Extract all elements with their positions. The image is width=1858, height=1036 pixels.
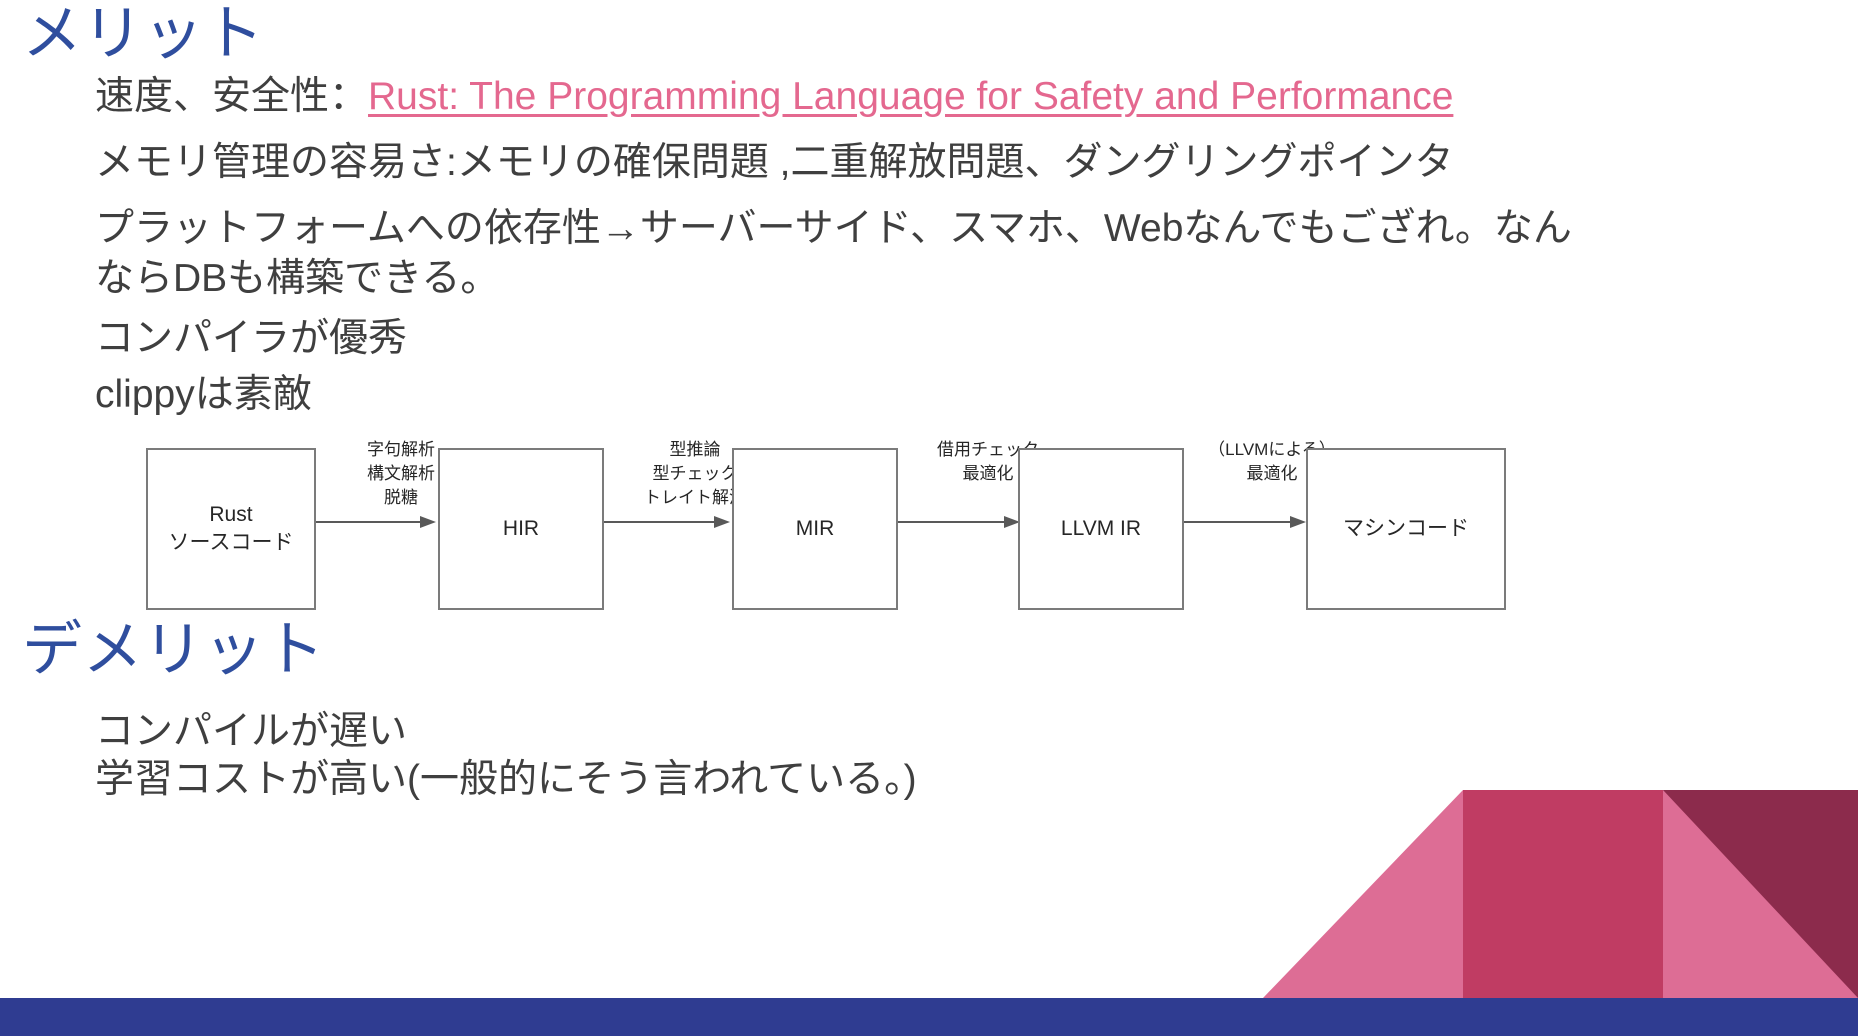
pipeline-edge-source-hir-label: 字句解析 構文解析 脱糖 [336,438,466,510]
bottom-accent-bar [0,998,1858,1036]
bullet-slow-compile: コンパイルが遅い [95,710,408,753]
pipeline-node-mir: MIR [732,448,898,610]
bullet-speed-prefix: 速度、安全性： [95,75,369,118]
pipeline-node-machine-code: マシンコード [1306,448,1506,610]
pipeline-arrow-4 [1184,516,1306,528]
pipeline-node-llvm-ir: LLVM IR [1018,448,1184,610]
bullet-learning-cost: 学習コストが高い(一般的にそう言われている。) [95,758,917,801]
pipeline-node-hir-line-0: HIR [502,517,540,541]
pipeline-node-mir-line-0: MIR [795,517,835,541]
edge1-line-0: 字句解析 [367,440,435,459]
bullet-memory-management: メモリ管理の容易さ:メモリの確保問題 ,二重解放問題、ダングリングポインタ [95,141,1454,184]
pipeline-node-llvm-ir-line-0: LLVM IR [1060,517,1142,541]
edge2-line-1: 型チェック [652,464,738,484]
pipeline-edge-hir-mir-label: 型推論 型チェック トレイト解決 [619,438,771,510]
pipeline-node-source-line-1: ソースコード [168,531,294,554]
bullet-speed-safety: 速度、安全性：Rust: The Programming Language fo… [95,72,1453,122]
edge4-line-1: 最適化 [1246,464,1298,484]
pipeline-edge-mir-llvmir-label: 借用チェック 最適化 [908,438,1068,486]
edge3-line-1: 最適化 [962,464,1014,484]
pipeline-node-source-line-0: Rust [209,503,253,527]
bullet-compiler-excellent: コンパイラが優秀 [95,317,408,360]
pipeline-arrow-3 [898,516,1020,528]
edge2-line-0: 型推論 [669,440,721,459]
pipeline-edge-llvmir-machine-label: （LLVMによる） 最適化 [1186,438,1358,486]
edge1-line-2: 脱糖 [384,488,418,508]
pipeline-node-source: Rust ソースコード [146,448,316,610]
rust-compile-pipeline-diagram: Rust ソースコード 字句解析 構文解析 脱糖 HIR 型推論 型チェック ト… [140,430,1506,610]
pipeline-node-machine-code-line-0: マシンコード [1343,517,1469,541]
edge1-line-1: 構文解析 [367,464,435,484]
section-heading-merit: メリット [22,0,265,67]
rust-language-link[interactable]: Rust: The Programming Language for Safet… [368,75,1454,118]
pipeline-arrow-1 [316,516,436,528]
pipeline-node-hir: HIR [438,448,604,610]
bullet-clippy-nice: clippyは素敵 [95,373,312,416]
edge2-line-2: トレイト解決 [644,488,746,508]
bullet-platform-dependency: プラットフォームへの依存性→サーバーサイド、スマホ、Webなんでもござれ。なんな… [95,207,1572,300]
pipeline-arrow-2 [604,516,730,528]
edge4-line-0: （LLVMによる） [1208,440,1336,459]
section-heading-demerit: デメリット [22,616,325,683]
edge3-line-0: 借用チェック [937,440,1039,459]
